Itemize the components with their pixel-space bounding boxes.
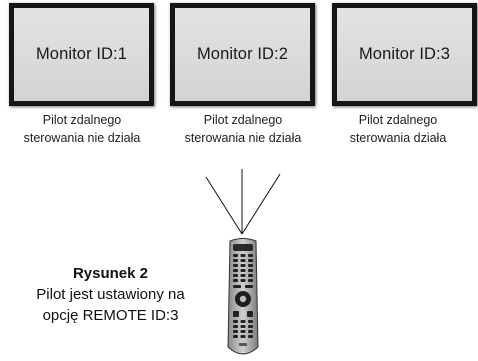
monitor-bezel <box>332 3 477 106</box>
monitor-1: Monitor ID:1 <box>9 3 154 106</box>
status-line-1: Pilot zdalnego <box>203 113 283 127</box>
caption-line-1: Pilot jest ustawiony na <box>36 286 185 303</box>
status-line-1: Pilot zdalnego <box>42 113 122 127</box>
figure-caption: Rysunek 2 Pilot jest ustawiony na opcję … <box>0 263 221 326</box>
status-line-1: Pilot zdalnego <box>358 113 438 127</box>
signal-ray-left <box>205 176 243 235</box>
monitor-id-label: Monitor ID:2 <box>196 45 289 63</box>
monitor-bezel <box>170 3 315 106</box>
status-line-2: sterowania działa <box>349 131 447 145</box>
remote-control-icon <box>227 238 259 355</box>
status-line-2: sterowania nie działa <box>184 131 302 145</box>
monitor-id-label: Monitor ID:3 <box>358 45 451 63</box>
caption-line-2: opcję REMOTE ID:3 <box>42 307 179 324</box>
signal-ray-right <box>241 173 281 235</box>
monitor-2: Monitor ID:2 <box>170 3 315 106</box>
figure-number: Rysunek 2 <box>72 265 149 282</box>
monitor-3: Monitor ID:3 <box>332 3 477 106</box>
monitor-2-status: Pilot zdalnego sterowania nie działa <box>163 111 323 147</box>
monitor-bezel <box>9 3 154 106</box>
status-line-2: sterowania nie działa <box>23 131 141 145</box>
monitor-id-label: Monitor ID:1 <box>35 45 128 63</box>
monitor-1-status: Pilot zdalnego sterowania nie działa <box>2 111 162 147</box>
monitor-3-status: Pilot zdalnego sterowania działa <box>318 111 478 147</box>
